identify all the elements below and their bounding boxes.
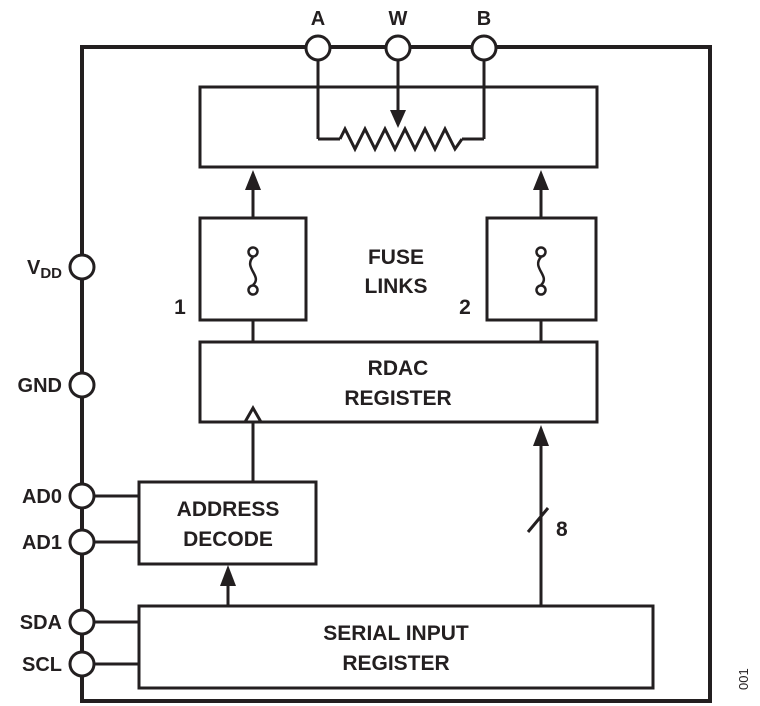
wiper-arrow-icon [390,110,406,128]
address-decode-block [137,480,318,566]
fuse-box-1 [198,216,308,322]
fuse-links-label-line2: LINKS [365,275,428,298]
rdac-register-label-line1: RDAC [368,357,429,380]
pin-b-label: B [477,8,491,30]
fuse-box-2 [485,216,598,322]
pin-b-circle [470,34,498,62]
rdac-register-label-line2: REGISTER [344,387,451,410]
fuse-2-label: 2 [459,296,471,319]
fuse-1-label: 1 [174,296,186,319]
fuse-icon [247,246,259,296]
pin-sda-circle [68,608,96,636]
pin-gnd-label: GND [18,375,62,397]
pin-gnd-circle [68,371,96,399]
pin-ad1-circle [68,528,96,556]
address-decode-label-line2: DECODE [183,528,273,551]
pin-ad1-label: AD1 [22,532,62,554]
serial-input-register-block [137,604,655,690]
up-arrow-icon [533,425,549,446]
pin-scl-circle [68,650,96,678]
rdac-register-block [198,340,599,424]
pin-vdd-circle [68,253,96,281]
pin-scl-label: SCL [22,654,62,676]
bus-slash-icon [526,507,550,533]
pin-w-label: W [389,8,408,30]
pin-ad0-label: AD0 [22,486,62,508]
clock-input-icon [242,404,264,424]
figure-number: 001 [736,668,751,690]
bus-width-label: 8 [556,518,568,541]
pin-vdd-label: VDD [27,257,62,282]
pin-sda-label: SDA [20,612,62,634]
address-decode-label-line1: ADDRESS [177,498,280,521]
resistor-icon [338,125,464,153]
pin-w-circle [384,34,412,62]
serial-input-register-label-line1: SERIAL INPUT [323,622,469,645]
up-arrow-icon [533,170,549,190]
up-arrow-icon [220,565,236,586]
fuse-icon [535,246,547,296]
pin-a-label: A [311,8,325,30]
up-arrow-icon [245,170,261,190]
fuse-links-label-line1: FUSE [368,246,424,269]
pin-ad0-circle [68,482,96,510]
pin-a-circle [304,34,332,62]
serial-input-register-label-line2: REGISTER [342,652,449,675]
